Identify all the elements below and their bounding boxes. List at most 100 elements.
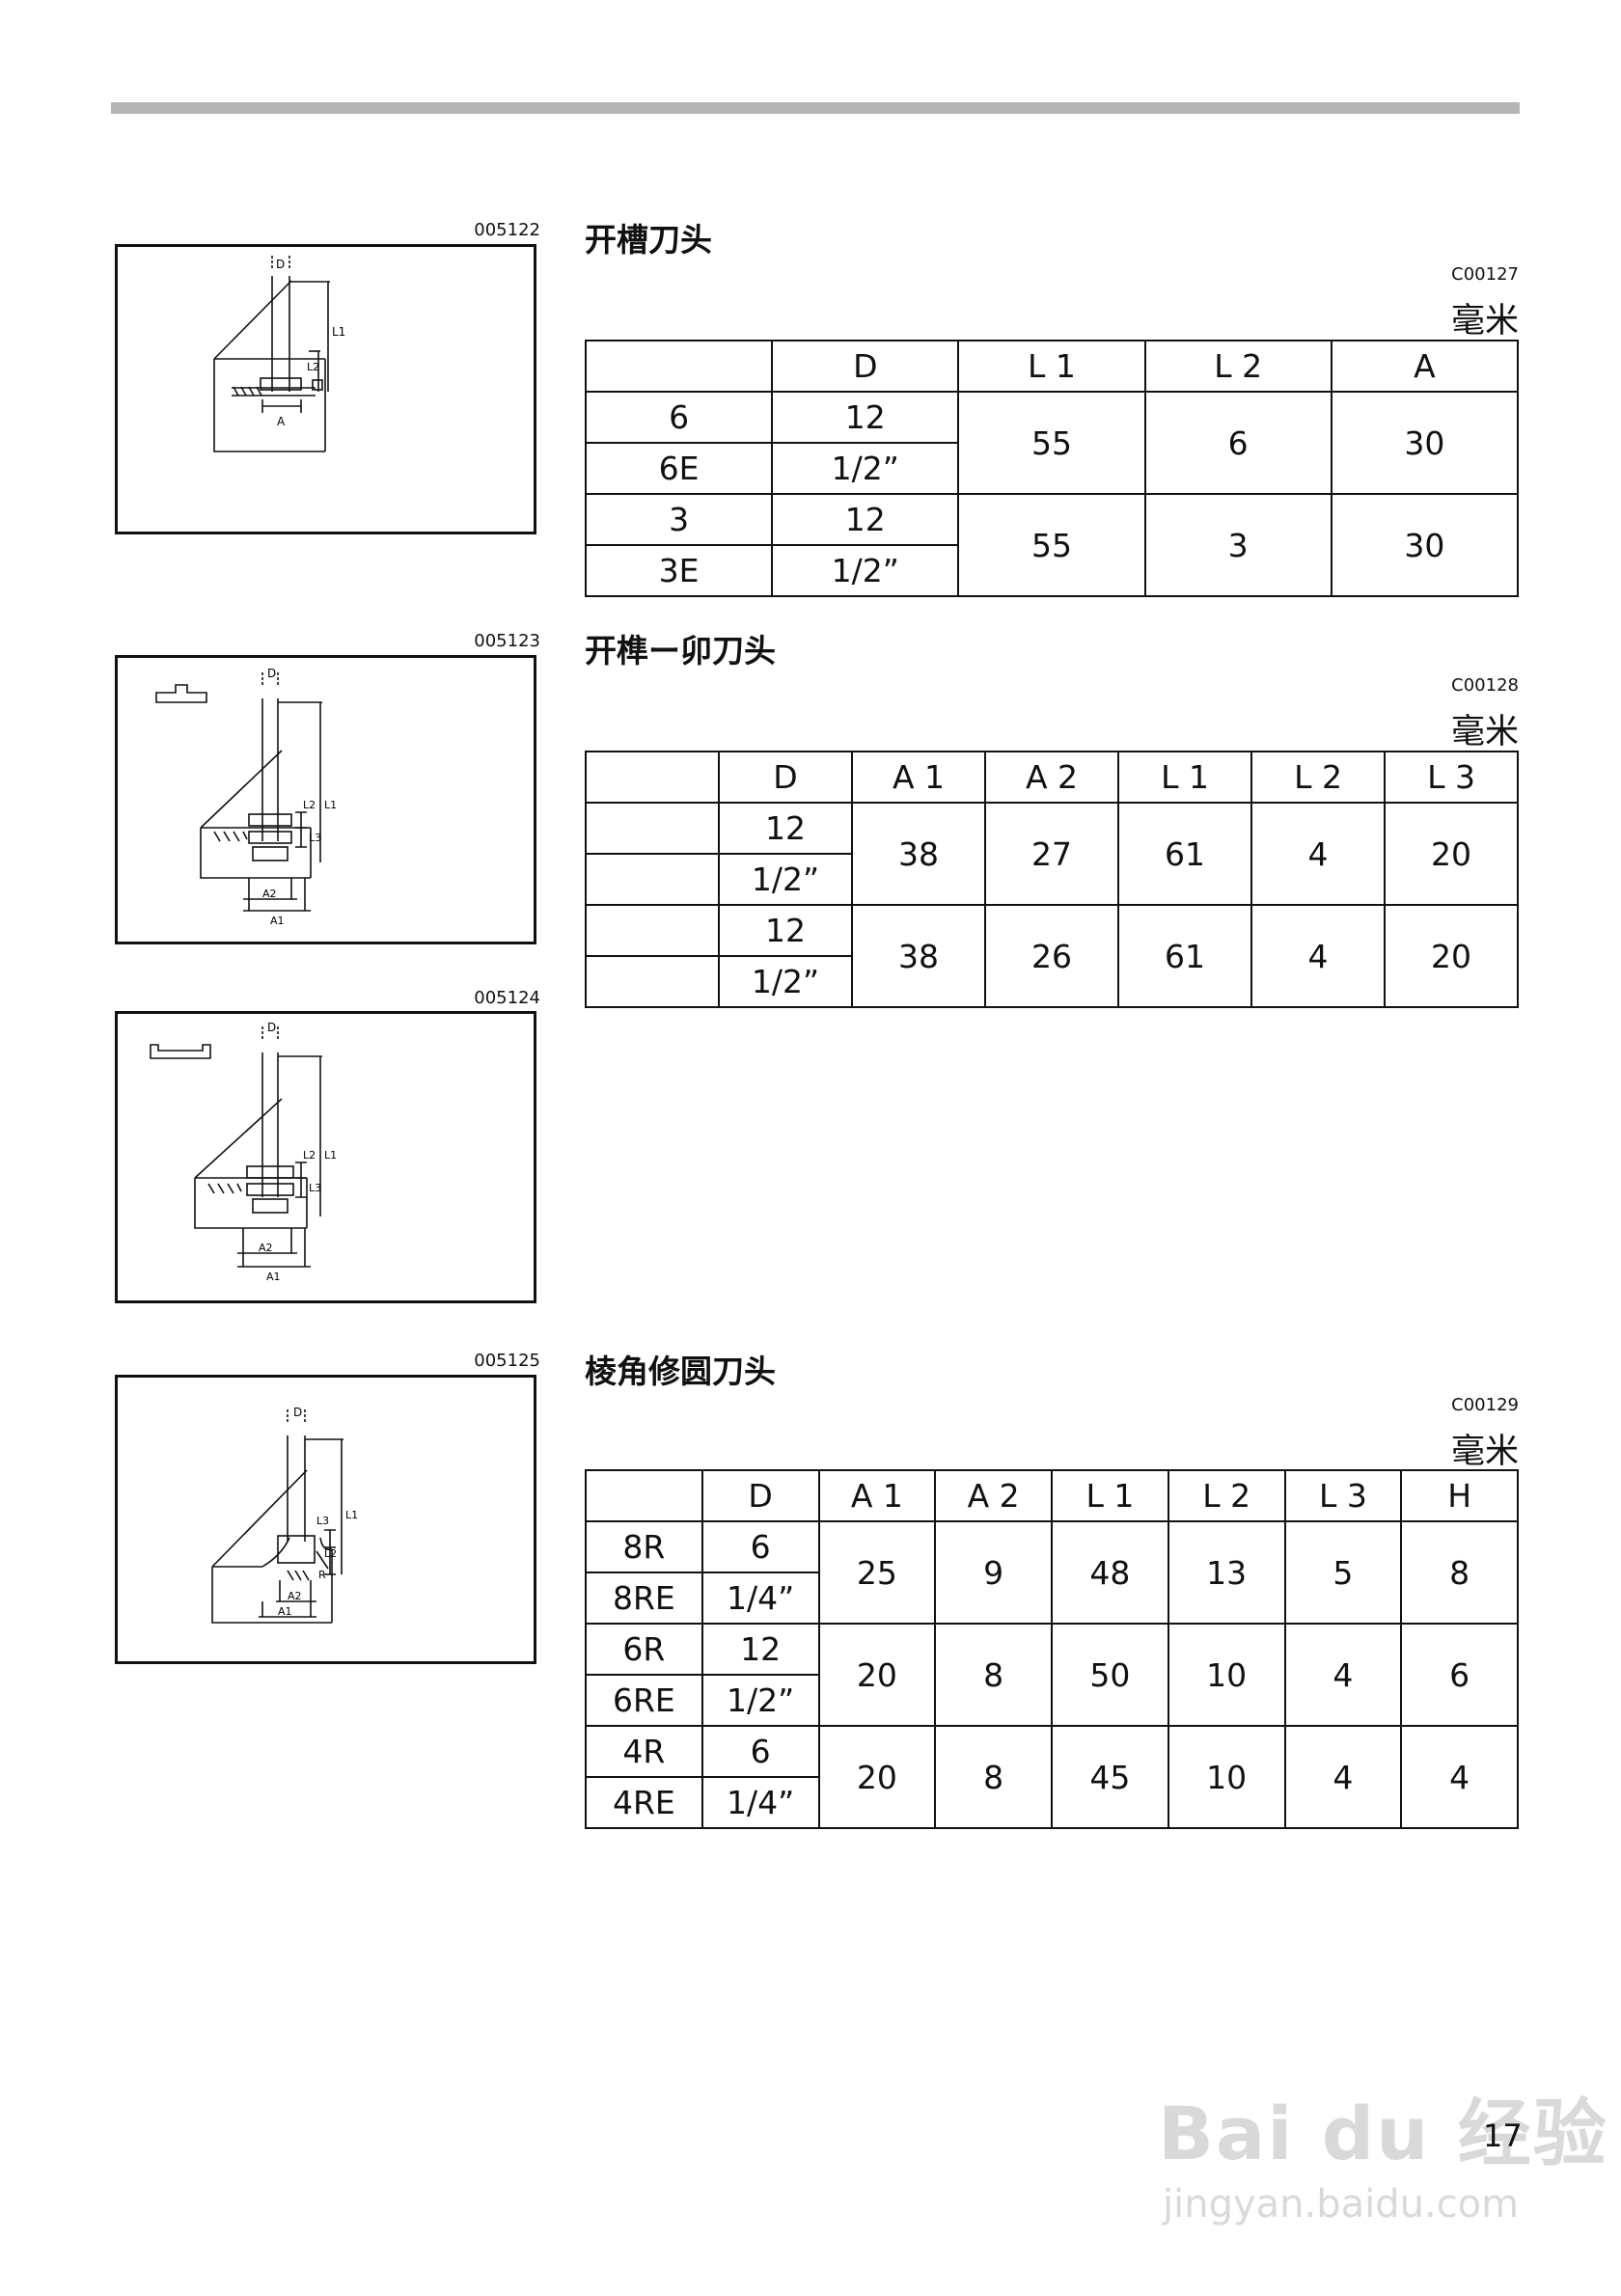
cell-model: 6E — [584, 442, 774, 495]
cell-d: 6 — [701, 1725, 820, 1778]
table-row: 12 38 26 61 4 20 — [585, 904, 1519, 1008]
dim-a2-label: A2 — [259, 1242, 273, 1254]
dim-l3-label: L3 — [309, 832, 321, 844]
cell-model: 8RE — [585, 1572, 703, 1625]
cell-d: 1/2” — [701, 1674, 820, 1727]
cell-l1: 45 — [1051, 1725, 1169, 1829]
header-cell — [584, 340, 774, 393]
table-row: 6RE 1/2” — [585, 1674, 1518, 1727]
cell-l3: 4 — [1283, 1623, 1403, 1727]
dim-a2-label: A2 — [262, 888, 277, 900]
table-row: 6E 1/2” — [584, 442, 1518, 495]
cell-d: 1/4” — [701, 1776, 820, 1829]
watermark-logo: Bai du 经验 — [1158, 2091, 1608, 2176]
cell-d: 1/4” — [701, 1572, 820, 1625]
dim-l2-label: L2 — [303, 799, 316, 811]
dim-a-label: A — [277, 415, 286, 428]
unit-label: 毫米 — [1450, 713, 1519, 752]
top-rule — [111, 102, 1520, 114]
header-cell: A 2 — [934, 1469, 1053, 1522]
dim-l1-label: L1 — [324, 799, 337, 811]
cell-l3: 20 — [1384, 904, 1519, 1008]
cell-l2: 10 — [1167, 1623, 1286, 1727]
dim-l3-label: L3 — [316, 1515, 329, 1527]
dim-l2-label: L2 — [307, 361, 319, 373]
table-row: 12 38 27 61 4 20 — [585, 802, 1519, 906]
cell-h: 4 — [1400, 1725, 1519, 1829]
cell-l1: 55 — [957, 391, 1146, 495]
cell-h: 6 — [1400, 1623, 1519, 1727]
cell-d: 12 — [718, 904, 853, 957]
cell-d: 6 — [701, 1520, 820, 1573]
cell-model: 6R — [585, 1623, 703, 1676]
header-cell: A 1 — [851, 751, 986, 804]
slot-cutter-table: D L 1 L 2 A 6 12 55 6 30 6E 1/2” 3 12 55… — [584, 340, 1520, 597]
table-row: 1/2” — [585, 853, 1518, 906]
cell-a2: 26 — [984, 904, 1119, 1008]
table-row: 6 12 55 6 30 — [584, 391, 1520, 495]
header-cell: L 3 — [1283, 1469, 1403, 1522]
dim-d-label: D — [276, 258, 285, 271]
corner-rounding-diagram: D L1 L3 L2 R A2 A1 — [211, 1406, 358, 1624]
header-cell: L 3 — [1384, 751, 1519, 804]
cell-model — [585, 853, 720, 906]
header-cell — [585, 751, 720, 804]
dim-d-label: D — [267, 667, 276, 680]
slot-cutter-diagram: D L1 L2 A — [213, 255, 345, 452]
dim-d-label: D — [293, 1406, 302, 1419]
header-cell: L 1 — [1051, 1469, 1169, 1522]
table-row: 4RE 1/4” — [585, 1776, 1518, 1829]
header-cell: L 2 — [1143, 340, 1333, 393]
cell-h: 8 — [1400, 1520, 1519, 1625]
table-row: 8R 6 25 9 48 13 5 8 — [585, 1520, 1519, 1625]
cell-l2: 6 — [1143, 391, 1333, 495]
cell-l2: 13 — [1167, 1520, 1286, 1625]
table-row: 1/2” — [585, 955, 1518, 1008]
cell-model: 3 — [584, 493, 774, 546]
cell-d: 1/2” — [718, 955, 853, 1008]
cell-l3: 20 — [1384, 802, 1519, 906]
cell-d: 1/2” — [771, 442, 960, 495]
dim-a1-label: A1 — [278, 1605, 292, 1618]
header-cell: L 1 — [1117, 751, 1252, 804]
dim-a1-label: A1 — [270, 915, 285, 927]
header-cell: A — [1330, 340, 1520, 393]
header-cell: L 1 — [957, 340, 1146, 393]
cell-a1: 38 — [851, 802, 986, 906]
cell-a2: 9 — [934, 1520, 1053, 1625]
dim-d-label: D — [267, 1021, 276, 1034]
cell-model: 4R — [585, 1725, 703, 1778]
unit-label: 毫米 — [1450, 302, 1519, 341]
header-cell: A 1 — [817, 1469, 937, 1522]
cell-d: 12 — [771, 391, 960, 444]
section-title-tenon-cutter: 开榫ー卯刀头 — [585, 632, 776, 670]
tenon-cutter-figure-2: D L1 L2 L3 A2 A1 — [115, 1011, 536, 1303]
figure-code: 005124 — [474, 988, 540, 1008]
corner-rounding-table: D A 1 A 2 L 1 L 2 L 3 H 8R 6 25 9 48 13 … — [585, 1469, 1519, 1829]
cell-d: 12 — [771, 493, 960, 546]
cell-model: 4RE — [585, 1776, 703, 1829]
figure-code: 005122 — [474, 220, 540, 240]
header-cell: H — [1400, 1469, 1519, 1522]
table-code: C00128 — [1451, 675, 1519, 696]
cell-a1: 38 — [851, 904, 986, 1008]
watermark-url: jingyan.baidu.com — [1163, 2182, 1520, 2227]
cell-model — [585, 955, 720, 1008]
tenon-cutter-diagram-1: D L1 L2 L3 A2 A1 — [155, 667, 337, 927]
corner-rounding-figure: D L1 L3 L2 R A2 A1 — [115, 1375, 536, 1664]
cell-model: 6RE — [585, 1674, 703, 1727]
cell-model — [585, 802, 720, 855]
cell-a: 30 — [1330, 493, 1520, 597]
cell-d: 12 — [718, 802, 853, 855]
cell-a2: 8 — [934, 1623, 1053, 1727]
cell-a1: 25 — [817, 1520, 937, 1625]
dim-l3-label: L3 — [309, 1182, 321, 1194]
cell-l2: 4 — [1250, 802, 1386, 906]
cell-l3: 5 — [1283, 1520, 1403, 1625]
cell-l2: 10 — [1167, 1725, 1286, 1829]
header-cell: L 2 — [1250, 751, 1386, 804]
table-row: 3E 1/2” — [584, 544, 1518, 597]
table-header-row: D A 1 A 2 L 1 L 2 L 3 H — [585, 1469, 1519, 1522]
dim-l2-label: L2 — [303, 1149, 316, 1162]
cell-l1: 48 — [1051, 1520, 1169, 1625]
